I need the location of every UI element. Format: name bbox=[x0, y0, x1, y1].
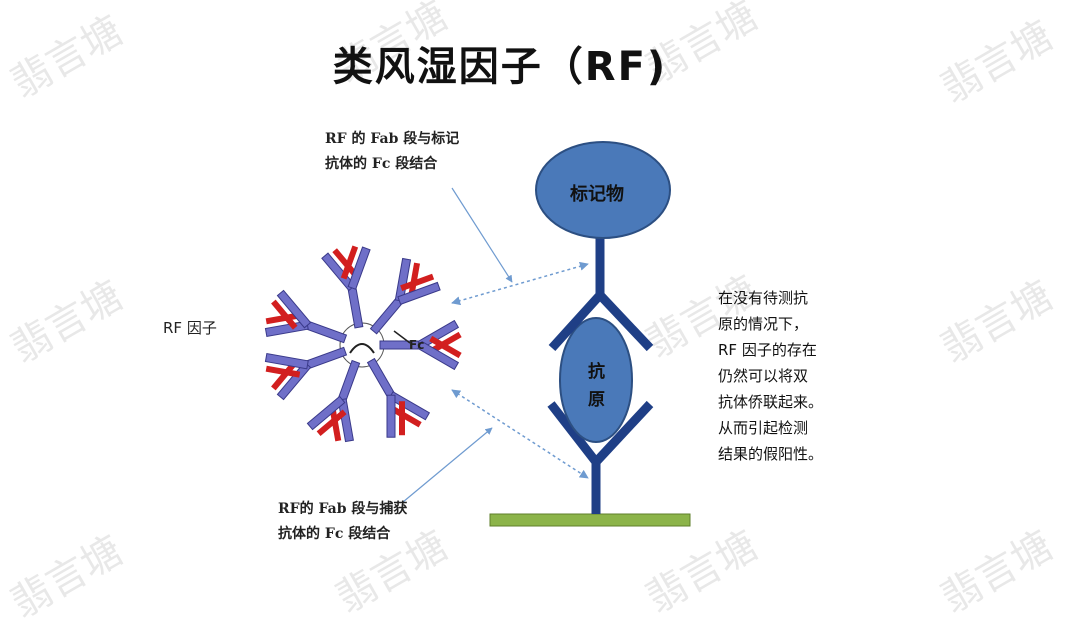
top-binding-label-line2: 抗体的 Fc 段结合 bbox=[325, 152, 459, 177]
note-line: 结果的假阳性。 bbox=[718, 441, 823, 467]
upper-dashed-arrow bbox=[452, 264, 588, 303]
fc-label: Fc bbox=[409, 338, 424, 352]
note-line: 在没有待测抗 bbox=[718, 285, 823, 311]
solid-phase-plate bbox=[490, 514, 690, 526]
bottom-binding-label-line2: 抗体的 Fc 段结合 bbox=[278, 522, 407, 547]
rf-factor-label: RF 因子 bbox=[163, 317, 217, 338]
note-line: 抗体侨联起来。 bbox=[718, 389, 823, 415]
marker-label: 标记物 bbox=[570, 180, 624, 206]
bottom-binding-label: RF的 Fab 段与捕获 抗体的 Fc 段结合 bbox=[278, 497, 407, 547]
note-line: RF 因子的存在 bbox=[718, 337, 823, 363]
top-pointer-arrow bbox=[452, 188, 512, 282]
rf-factor bbox=[258, 241, 463, 449]
note-line: 仍然可以将双 bbox=[718, 363, 823, 389]
antigen-label-2: 原 bbox=[588, 385, 605, 410]
bottom-pointer-arrow bbox=[403, 428, 492, 502]
note-line: 从而引起检测 bbox=[718, 415, 823, 441]
explanation-note: 在没有待测抗 原的情况下， RF 因子的存在 仍然可以将双 抗体侨联起来。 从而… bbox=[718, 285, 823, 467]
note-line: 原的情况下， bbox=[718, 311, 823, 337]
top-binding-label-line1: RF 的 Fab 段与标记 bbox=[325, 127, 459, 152]
bottom-binding-label-line1: RF的 Fab 段与捕获 bbox=[278, 497, 407, 522]
top-binding-label: RF 的 Fab 段与标记 抗体的 Fc 段结合 bbox=[325, 127, 459, 177]
rf-diagram bbox=[0, 0, 1080, 608]
antigen-label-1: 抗 bbox=[588, 357, 605, 382]
